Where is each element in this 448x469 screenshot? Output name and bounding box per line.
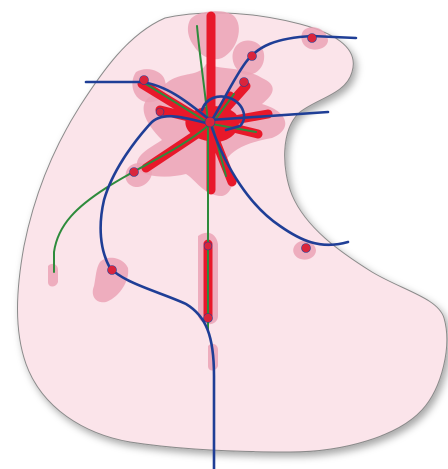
node-southeast: [302, 244, 311, 253]
node-west: [140, 76, 149, 85]
node-inner: [156, 108, 164, 116]
node-south-b: [204, 314, 213, 323]
node-north-a: [240, 78, 249, 87]
node-north-b: [248, 52, 257, 61]
node-south-a: [204, 242, 212, 250]
node-southwest: [108, 266, 117, 275]
node-east: [308, 34, 317, 43]
node-mid-west: [130, 168, 139, 177]
node-center: [205, 117, 215, 127]
